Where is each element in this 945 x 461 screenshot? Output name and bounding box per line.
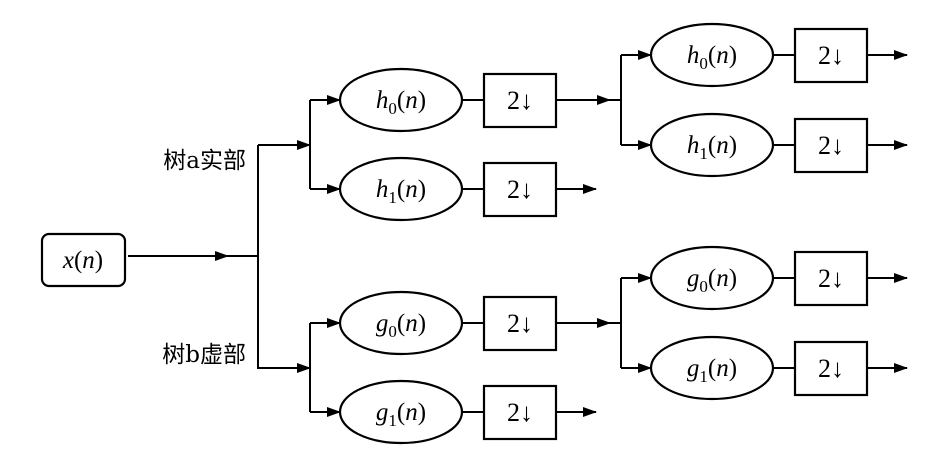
- input-node: x(n): [40, 232, 127, 288]
- tree-a-label: 树a实部: [163, 148, 246, 174]
- filter-h0-label: h0(n): [687, 42, 737, 73]
- filter-h0-label: h0(n): [376, 87, 426, 118]
- downsampler-h1-label: 2↓: [507, 175, 533, 204]
- tree-b-label: 树b虚部: [162, 342, 246, 368]
- input-label: x(n): [62, 247, 103, 274]
- downsampler-h1-label: 2↓: [818, 131, 844, 160]
- downsampler-g1-label: 2↓: [818, 354, 844, 383]
- downsampler-h1-box: [482, 161, 558, 218]
- input-box: [40, 232, 127, 288]
- filter-g1-label: g1(n): [376, 399, 426, 430]
- downsampler-g0-box: [793, 250, 869, 307]
- filter-g1-label: g1(n): [687, 355, 737, 386]
- downsampler-h0-box: [482, 72, 558, 129]
- downsampler-g0-box: [482, 295, 558, 352]
- downsampler-h0-label: 2↓: [507, 86, 533, 115]
- downsampler-h0-label: 2↓: [818, 41, 844, 70]
- filter-g0-label: g0(n): [687, 265, 737, 296]
- downsampler-g0-label: 2↓: [507, 309, 533, 338]
- filter-g0-label: g0(n): [376, 310, 426, 341]
- downsampler-g1-label: 2↓: [507, 398, 533, 427]
- downsampler-g0-label: 2↓: [818, 264, 844, 293]
- filter-h1-label: h1(n): [376, 176, 426, 207]
- filter-h1-label: h1(n): [687, 132, 737, 163]
